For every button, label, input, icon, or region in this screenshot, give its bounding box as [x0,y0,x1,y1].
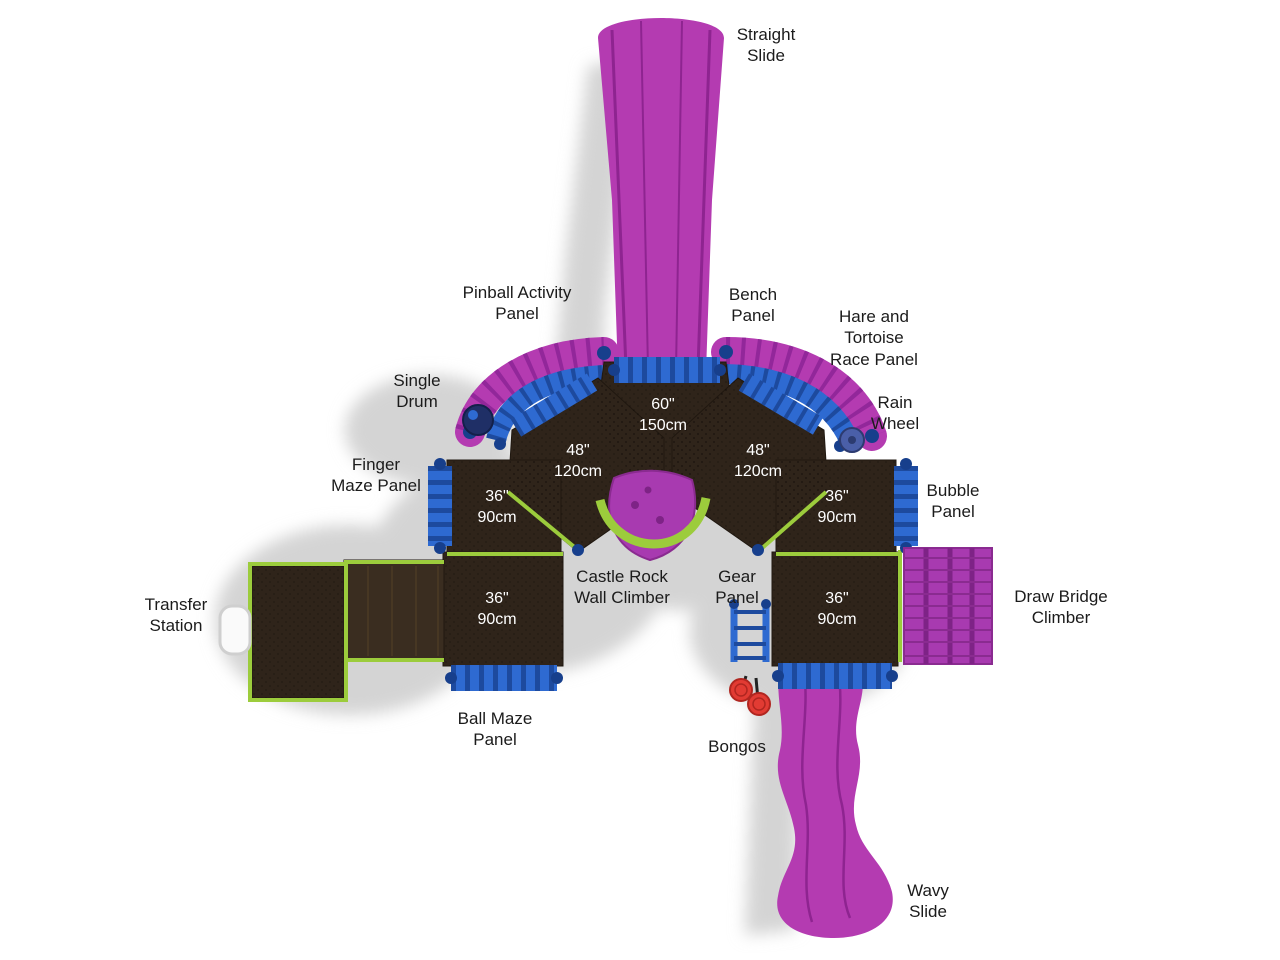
gear-panel-label: Gear Panel [715,567,759,608]
wavy-slide-label: Wavy Slide [907,881,949,922]
right-hex-edge-panel [738,373,824,435]
deck-size-36in-lower-right: 36" 90cm [817,590,857,628]
hare-and-tortoise-race-panel-label: Hare and Tortoise Race Panel [830,307,918,369]
straight-slide-label: Straight Slide [736,25,796,66]
hare-and-tortoise-race-panel [711,337,887,451]
deck-size-36in-upper-right: 36" 90cm [817,488,857,526]
draw-bridge-climber [903,547,993,665]
pinball-activity-panel-label: Pinball Activity Panel [462,283,572,324]
transfer-station [218,566,439,656]
transfer-station-label: Transfer Station [144,595,208,636]
bench-panel-label: Bench Panel [728,285,778,326]
deck-size-48in-left: 48" 120cm [553,442,603,480]
wavy-slide [777,668,893,938]
deck-size-48in-right: 48" 120cm [733,442,783,480]
transfer-handle [218,604,252,656]
ball-maze-panel-label: Ball Maze Panel [457,709,533,750]
blue-panels [428,357,918,691]
post-clamps [434,345,912,684]
deck-size-36in-upper-left: 36" 90cm [477,488,517,526]
gear-panel [729,599,771,662]
left-hex-edge-panel [510,373,598,437]
single-drum [462,404,494,436]
straight-slide [598,18,724,372]
bongos-label: Bongos [708,737,766,756]
castle-rock-wall-climber-label: Castle Rock Wall Climber [574,567,670,608]
deck-size-60in: 60" 150cm [638,396,688,434]
finger-maze-panel-label: Finger Maze Panel [331,455,421,496]
single-drum-label: Single Drum [393,371,441,412]
rain-wheel [839,427,865,453]
castle-rock-wall-climber [595,469,711,562]
rain-wheel-label: Rain Wheel [870,393,920,434]
draw-bridge-climber-label: Draw Bridge Climber [1014,587,1108,628]
bubble-panel-label: Bubble Panel [926,481,980,522]
deck-size-36in-lower-left: 36" 90cm [477,590,517,628]
bongos [729,675,771,716]
